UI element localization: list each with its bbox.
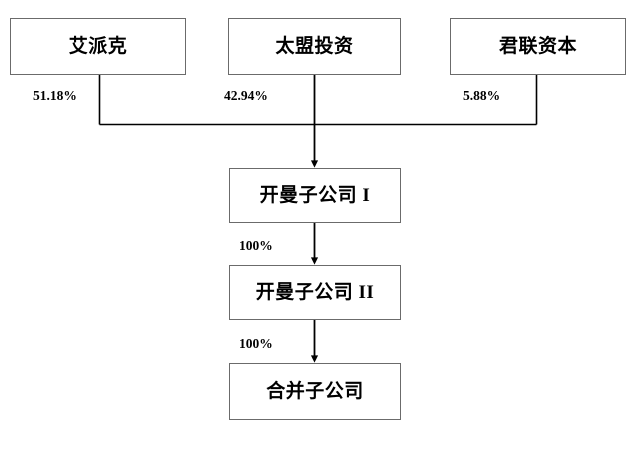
ownership-label-shareholder-1: 51.18% [33,88,77,103]
ownership-label-subsidiary-2: 100% [239,336,273,351]
shareholder-label-2: 太盟投资 [275,36,354,57]
ownership-label-subsidiary-1: 100% [239,238,273,253]
subsidiary-label-cayman-2: 开曼子公司 II [255,282,375,303]
shareholder-box-3[interactable]: 君联资本 [450,18,626,75]
shareholder-label-1: 艾派克 [68,36,128,57]
subsidiary-label-cayman-1: 开曼子公司 I [259,185,371,206]
subsidiary-box-cayman-2[interactable]: 开曼子公司 II [229,265,401,320]
shareholder-label-3: 君联资本 [498,36,577,57]
subsidiary-label-merger: 合并子公司 [266,381,364,402]
ownership-label-shareholder-3: 5.88% [463,88,501,103]
shareholder-box-1[interactable]: 艾派克 [10,18,186,75]
subsidiary-box-merger[interactable]: 合并子公司 [229,363,401,420]
shareholder-box-2[interactable]: 太盟投资 [228,18,401,75]
subsidiary-box-cayman-1[interactable]: 开曼子公司 I [229,168,401,223]
ownership-label-shareholder-2: 42.94% [224,88,268,103]
